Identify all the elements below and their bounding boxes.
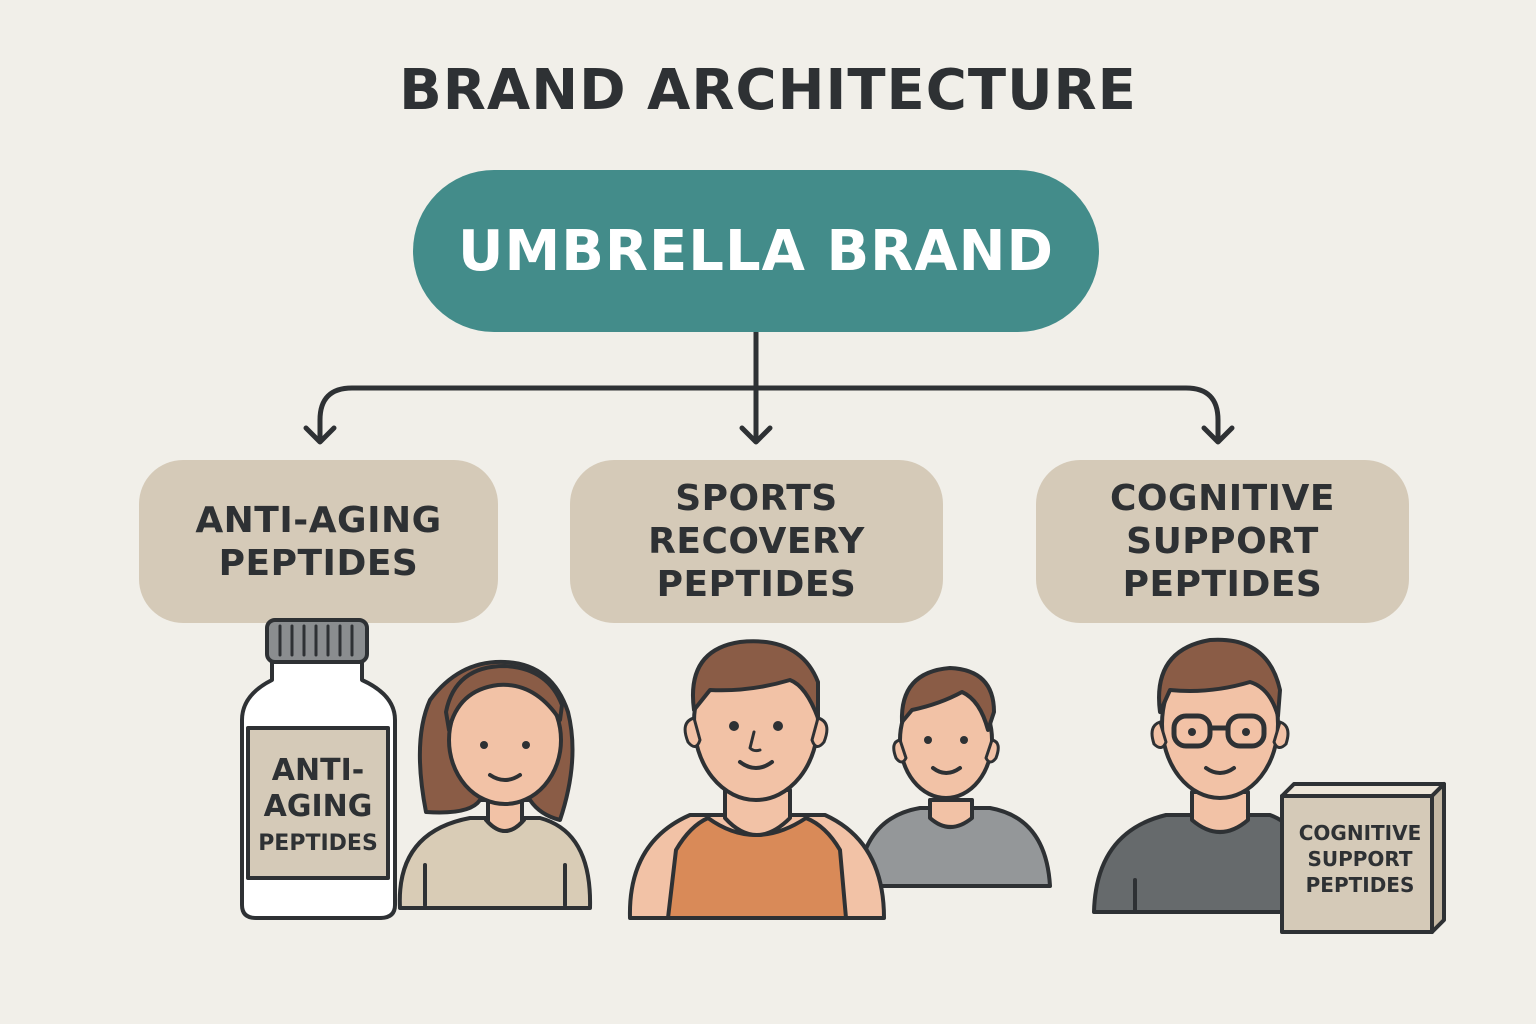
umbrella-brand-node: UMBRELLA BRAND <box>413 170 1099 332</box>
man-with-glasses-avatar <box>1092 637 1302 914</box>
sports-recovery-node: SPORTS RECOVERY PEPTIDES <box>570 460 943 623</box>
sports-recovery-label: SPORTS RECOVERY PEPTIDES <box>648 478 865 605</box>
cognitive-support-label: COGNITIVE SUPPORT PEPTIDES <box>1110 478 1335 605</box>
connector-branch-right <box>753 385 1221 443</box>
bottle-label-line-1: ANTI- <box>272 753 364 788</box>
peptide-box-icon: COGNITIVE SUPPORT PEPTIDES <box>1280 782 1446 934</box>
anti-aging-label: ANTI-AGING PEPTIDES <box>195 499 442 584</box>
connector-arrowhead-center <box>739 425 773 445</box>
man-gray-shirt-avatar <box>856 666 1052 888</box>
bottle-label-line-2: AGING <box>264 789 373 824</box>
athlete-avatar <box>627 639 886 920</box>
umbrella-brand-label: UMBRELLA BRAND <box>458 218 1054 284</box>
bottle-label-line-3: PEPTIDES <box>258 831 378 856</box>
cognitive-support-node: COGNITIVE SUPPORT PEPTIDES <box>1036 460 1409 623</box>
connector-arrowhead-left <box>303 425 337 445</box>
diagram-title: BRAND ARCHITECTURE <box>399 58 1137 123</box>
woman-avatar <box>397 659 593 910</box>
connector-arrowhead-right <box>1201 425 1235 445</box>
box-label-line-2: SUPPORT <box>1307 847 1412 871</box>
anti-aging-node: ANTI-AGING PEPTIDES <box>139 460 498 623</box>
connector-branch-left <box>317 385 759 443</box>
box-label-line-1: COGNITIVE <box>1299 821 1422 845</box>
peptide-bottle-icon: ANTI- AGING PEPTIDES <box>240 618 397 920</box>
box-label-line-3: PEPTIDES <box>1306 873 1415 897</box>
